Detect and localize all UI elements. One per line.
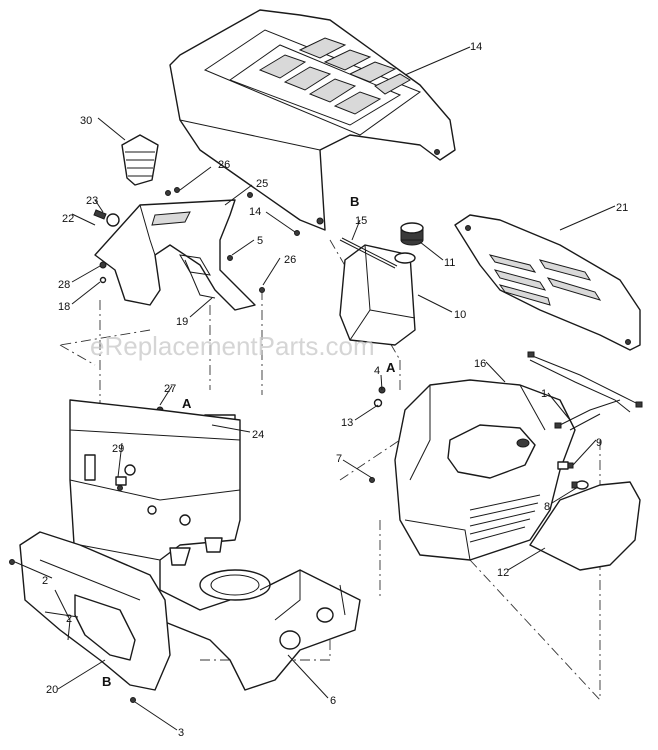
callout-15: 15: [355, 215, 367, 227]
callout-23: 23: [86, 195, 98, 207]
watermark: eReplacementParts.com: [90, 331, 375, 361]
grille-part-16: [394, 379, 576, 561]
callout-13: 13: [341, 417, 353, 429]
callout-21: 21: [616, 202, 628, 214]
callout-3: 3: [178, 727, 184, 739]
callout-28: 28: [58, 279, 70, 291]
callout-5: 5: [257, 235, 263, 247]
callout-11: 11: [444, 257, 455, 269]
callout-26a: 26: [218, 159, 230, 171]
callout-17: 14: [470, 41, 482, 53]
chassis-frame: [69, 399, 361, 691]
callout-24: 25: [256, 178, 268, 190]
ref-B-bumper: B: [102, 674, 111, 689]
callout-4: 4: [374, 365, 380, 377]
fuel-gauge-part-15: [339, 237, 398, 269]
callout-1: 1: [541, 388, 547, 400]
callout-9: 9: [596, 437, 602, 449]
callout-22: 22: [62, 213, 74, 225]
callout-25: 24: [252, 429, 264, 441]
callout-labels: 14 30 26 25 23 22 14 5 26 28 18 19 15 11…: [42, 41, 628, 739]
callout-2a: 2: [42, 575, 48, 587]
callout-29: 29: [112, 443, 124, 455]
callout-6: 6: [330, 695, 336, 707]
lens-part-12: [529, 481, 641, 571]
hood-part-17: [169, 9, 456, 231]
fuel-cap-part-11: [400, 222, 424, 246]
ref-A-tank: A: [386, 360, 396, 375]
callout-2b: 2: [66, 613, 72, 625]
bumper-part-20: [19, 531, 171, 691]
ref-B-hood: B: [350, 194, 359, 209]
reference-letters: B A A B: [102, 194, 396, 689]
key-switch-part-22: [93, 209, 120, 227]
fuel-tank-part-10: [339, 244, 416, 346]
callout-26b: 26: [284, 254, 296, 266]
callout-20: 20: [46, 684, 58, 696]
side-panel-part-21: [454, 214, 641, 351]
callout-30: 30: [80, 115, 92, 127]
dash-panel-part-24: [94, 199, 256, 311]
grille-slats: [469, 494, 541, 543]
callout-7: 7: [336, 453, 342, 465]
callout-16: 16: [474, 358, 486, 370]
callout-27: 27: [164, 383, 176, 395]
callout-18: 18: [58, 301, 70, 313]
knob-part-30: [121, 134, 159, 186]
hood-grille: [258, 37, 411, 115]
callout-12: 12: [497, 567, 509, 579]
ref-A-frame: A: [182, 396, 192, 411]
callout-19: 19: [176, 316, 188, 328]
callout-8: 8: [544, 501, 550, 513]
bulb-part-8: [571, 480, 589, 490]
leader-lines: [14, 46, 616, 731]
callout-10: 10: [454, 309, 466, 321]
bracket-part-19: [115, 259, 216, 486]
bulb-part-9: [557, 461, 574, 470]
callout-14: 14: [249, 206, 261, 218]
